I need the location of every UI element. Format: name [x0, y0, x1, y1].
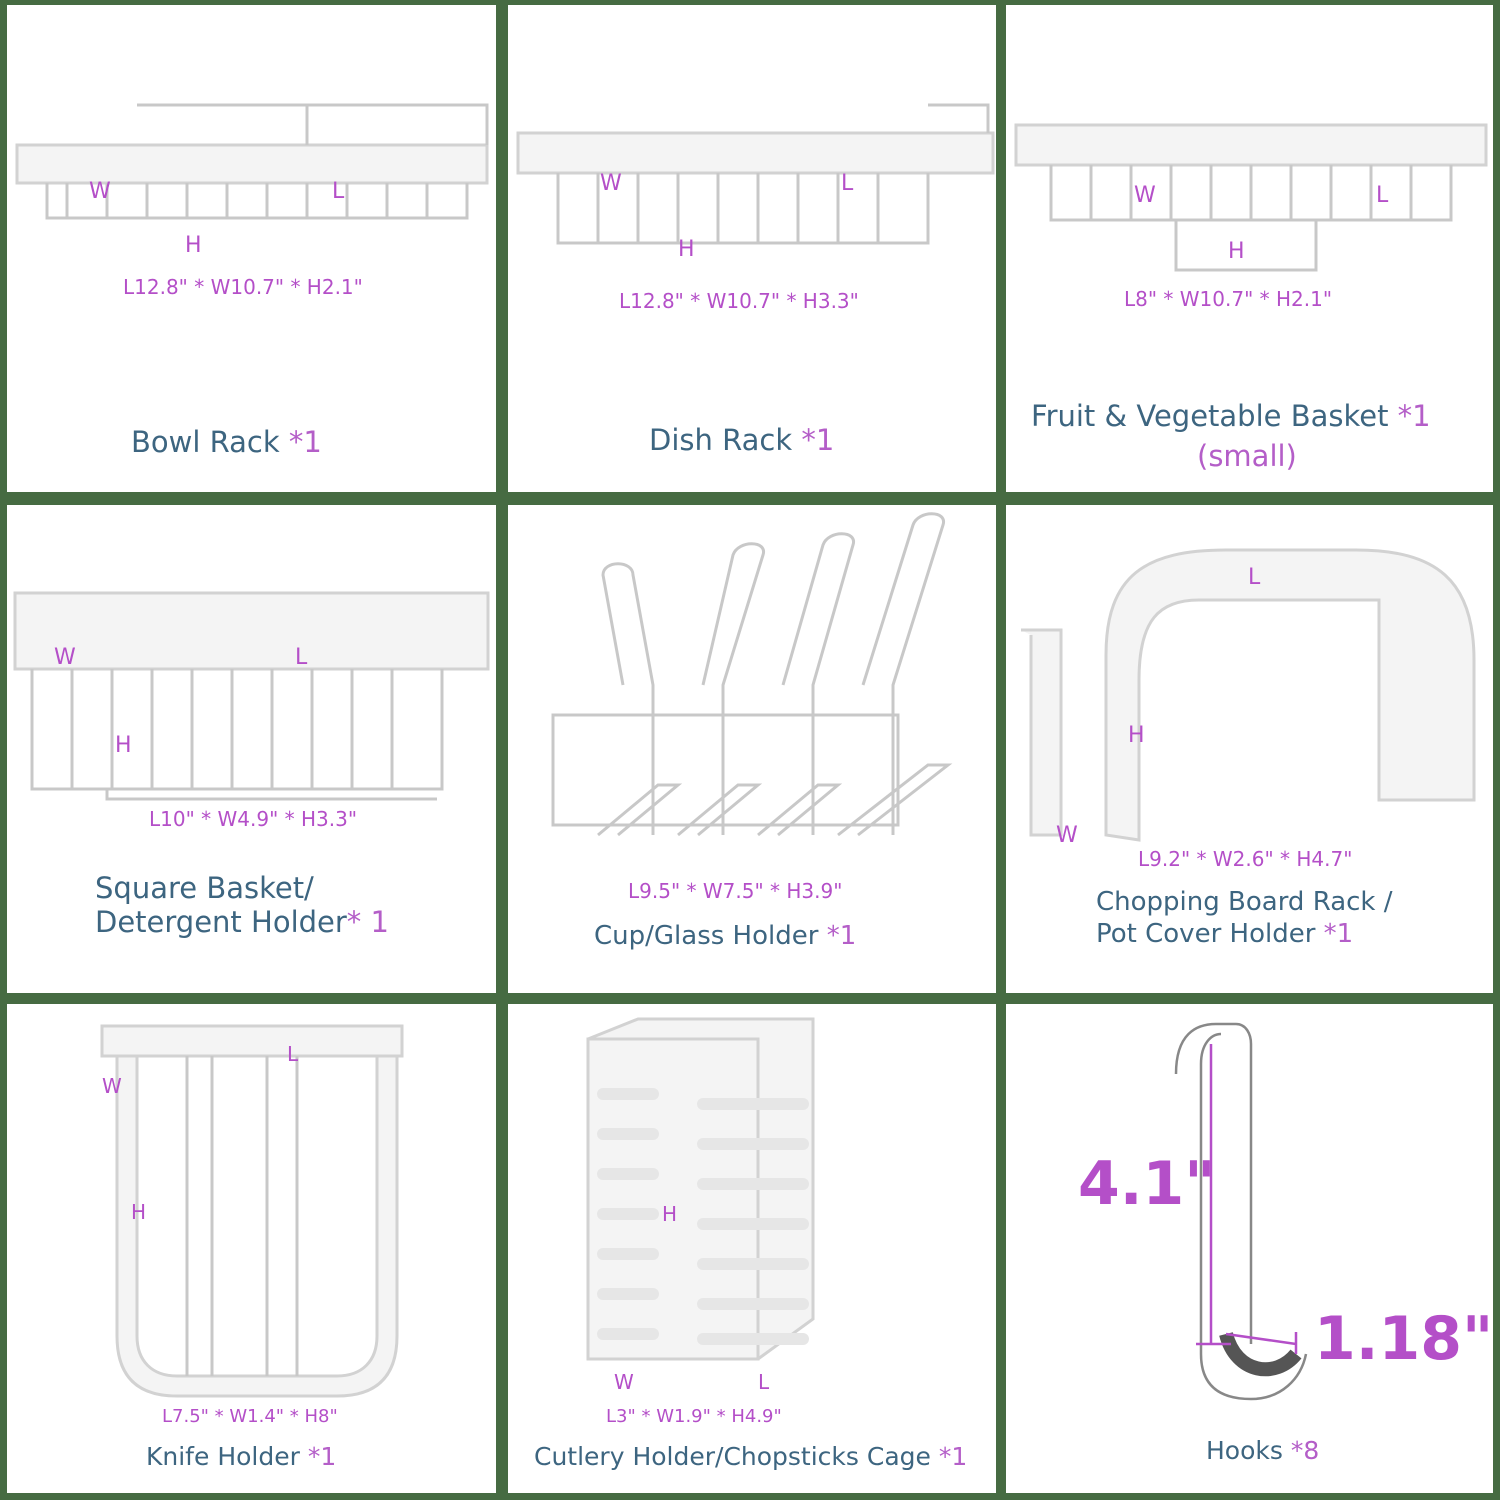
- product-bowl-rack: W L H L12.8" * W10.7" * H2.1" Bowl Rack …: [7, 5, 496, 492]
- product-chopping-board-rack: L H W L9.2" * W2.6" * H4.7" Chopping Boa…: [1006, 505, 1493, 993]
- product-fruit-vegetable-basket: W L H L8" * W10.7" * H2.1" Fruit & Veget…: [1006, 5, 1493, 492]
- width-label: W: [54, 645, 76, 670]
- product-cup-glass-holder: L9.5" * W7.5" * H3.9" Cup/Glass Holder *…: [508, 505, 996, 993]
- dimensions: L7.5" * W1.4" * H8": [162, 1406, 338, 1427]
- product-square-basket: W L H L10" * W4.9" * H3.3" Square Basket…: [7, 505, 496, 993]
- width-label: W: [1056, 823, 1078, 848]
- width-label: W: [89, 179, 111, 204]
- hook-height-value: 4.1": [1078, 1149, 1216, 1219]
- width-label: W: [600, 171, 622, 196]
- product-title-line2: Detergent Holder* 1: [95, 905, 389, 939]
- dimensions: L10" * W4.9" * H3.3": [149, 807, 358, 831]
- basket-image: [1014, 123, 1488, 272]
- product-title: Hooks *8: [1206, 1436, 1320, 1465]
- width-label: W: [614, 1370, 634, 1394]
- height-label: H: [115, 733, 132, 758]
- height-label: H: [662, 1202, 678, 1226]
- dimensions: L12.8" * W10.7" * H3.3": [619, 289, 859, 313]
- product-title: Cutlery Holder/Chopsticks Cage *1: [534, 1442, 968, 1471]
- dimensions: L9.5" * W7.5" * H3.9": [628, 879, 843, 903]
- product-title: Knife Holder *1: [146, 1442, 337, 1471]
- width-label: W: [102, 1074, 122, 1098]
- product-title: Square Basket/: [95, 871, 314, 905]
- height-label: H: [185, 233, 202, 258]
- cup-holder-image: [551, 512, 953, 837]
- chopping-board-rack-image: [1021, 548, 1476, 842]
- dimensions: L9.2" * W2.6" * H4.7": [1138, 847, 1353, 871]
- product-subtitle: (small): [1197, 439, 1297, 473]
- hook-image: [1174, 1022, 1308, 1401]
- height-label: H: [131, 1200, 147, 1224]
- length-label: L: [758, 1370, 770, 1394]
- product-title: Fruit & Vegetable Basket *1: [1031, 399, 1431, 433]
- dimensions: L8" * W10.7" * H2.1": [1124, 287, 1333, 311]
- product-title: Bowl Rack *1: [131, 425, 322, 459]
- product-title: Chopping Board Rack /: [1096, 887, 1393, 917]
- bowl-rack-image: [15, 103, 489, 220]
- length-label: L: [287, 1042, 299, 1066]
- dish-rack-image: [516, 103, 995, 245]
- height-label: H: [1128, 723, 1145, 748]
- length-label: L: [332, 179, 345, 204]
- length-label: L: [1376, 183, 1389, 208]
- hook-width-value: 1.18": [1314, 1304, 1494, 1374]
- product-title: Dish Rack *1: [649, 423, 835, 457]
- width-label: W: [1134, 183, 1156, 208]
- knife-holder-image: [100, 1024, 404, 1398]
- square-basket-image: [13, 591, 490, 801]
- length-label: L: [1248, 565, 1261, 590]
- height-label: H: [678, 237, 695, 262]
- dimensions: L12.8" * W10.7" * H2.1": [123, 275, 363, 299]
- product-cutlery-holder: H W L L3" * W1.9" * H4.9" Cutlery Holder…: [508, 1004, 996, 1493]
- cutlery-holder-image: [586, 1017, 815, 1361]
- product-title: Cup/Glass Holder *1: [594, 921, 857, 951]
- product-title-line2: Pot Cover Holder *1: [1096, 919, 1354, 949]
- product-knife-holder: L W H L7.5" * W1.4" * H8" Knife Holder *…: [7, 1004, 496, 1493]
- length-label: L: [295, 645, 308, 670]
- dimensions: L3" * W1.9" * H4.9": [606, 1406, 782, 1427]
- product-dish-rack: W L H L12.8" * W10.7" * H3.3" Dish Rack …: [508, 5, 996, 492]
- length-label: L: [841, 171, 854, 196]
- height-label: H: [1228, 239, 1245, 264]
- product-hooks: 4.1" 1.18" Hooks *8: [1006, 1004, 1493, 1493]
